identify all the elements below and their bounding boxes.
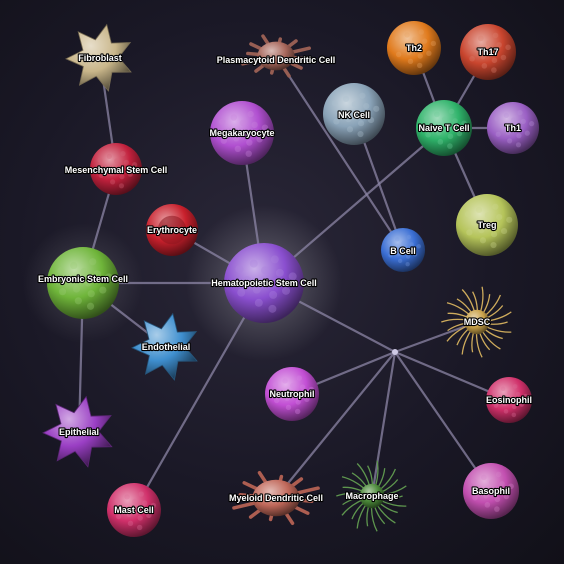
th1-cell-icon [487, 102, 539, 154]
macrophage-cell-icon [336, 460, 407, 532]
erythrocyte-cell-icon [146, 204, 198, 256]
eosinophil-cell-icon [486, 377, 532, 423]
cell-neutrophil[interactable]: Neutrophil [265, 367, 319, 421]
fibroblast-cell-icon [65, 23, 132, 92]
megakaryocyte-cell-icon [210, 101, 274, 165]
cell-treg[interactable]: Treg [456, 194, 518, 256]
connection-myeloid-hub-macrophage [370, 350, 397, 498]
cell-macrophage[interactable]: Macrophage [336, 460, 407, 532]
macrophage-label: Macrophage [345, 491, 398, 501]
cell-mast-cell[interactable]: Mast Cell [107, 483, 161, 537]
connection-myeloid-hub-basophil [393, 350, 493, 493]
treg-cell-icon [456, 194, 518, 256]
cell-hematopoietic-stem-cell[interactable]: Hematopoietic Stem Cell [210, 243, 318, 323]
endothelial-label: Endothelial [142, 342, 191, 352]
hematopoietic-stem-cell-cell-icon [224, 243, 304, 323]
cell-megakaryocyte[interactable]: Megakaryocyte [208, 101, 276, 165]
epithelial-cell-icon [42, 395, 113, 468]
b-cell-label: B Cell [390, 246, 416, 256]
cell-mdsc[interactable]: MDSC [441, 286, 512, 358]
connection-hematopoietic-stem-cell-mast-cell [132, 281, 266, 512]
cell-b-cell[interactable]: B Cell [381, 228, 425, 272]
basophil-cell-icon [463, 463, 519, 519]
endothelial-cell-icon [131, 312, 198, 381]
myeloid-dc-label: Myeloid Dendritic Cell [229, 493, 323, 503]
mesenchymal-stem-cell-cell-icon [90, 143, 142, 195]
cell-basophil[interactable]: Basophil [463, 463, 519, 519]
cell-nk-cell[interactable]: NK Cell [323, 83, 385, 145]
epithelial-label: Epithelial [59, 427, 99, 437]
myeloid-dc-cell-icon [232, 470, 320, 526]
megakaryocyte-label: Megakaryocyte [209, 128, 274, 138]
th17-cell-icon [460, 24, 516, 80]
cell-embryonic-stem-cell[interactable]: Embryonic Stem Cell [37, 247, 129, 319]
fibroblast-label: Fibroblast [78, 53, 122, 63]
embryonic-stem-cell-label: Embryonic Stem Cell [38, 274, 128, 284]
th2-cell-icon [387, 21, 441, 75]
cell-th17[interactable]: Th17 [460, 24, 516, 80]
connection-myeloid-hub-mdsc [393, 320, 479, 354]
mdsc-cell-icon [441, 286, 512, 358]
cell-erythrocyte[interactable]: Erythrocyte [146, 204, 198, 256]
plasmacytoid-dc-label: Plasmacytoid Dendritic Cell [217, 55, 336, 65]
neutrophil-label: Neutrophil [270, 389, 315, 399]
mast-cell-label: Mast Cell [114, 505, 154, 515]
cell-endothelial[interactable]: Endothelial [131, 312, 198, 381]
cell-naive-t-cell[interactable]: Naive T Cell [416, 100, 472, 156]
cell-myeloid-dc[interactable]: Myeloid Dendritic Cell [228, 470, 324, 526]
plasmacytoid-dc-cell-icon [241, 34, 311, 78]
th1-label: Th1 [505, 123, 521, 133]
basophil-label: Basophil [472, 486, 510, 496]
naive-t-cell-cell-icon [416, 100, 472, 156]
connection-plasmacytoid-dc-b-cell [274, 54, 405, 252]
cell-fibroblast[interactable]: Fibroblast [65, 23, 132, 92]
erythrocyte-label: Erythrocyte [147, 225, 197, 235]
cell-epithelial[interactable]: Epithelial [42, 395, 113, 468]
b-cell-cell-icon [381, 228, 425, 272]
cell-plasmacytoid-dc[interactable]: Plasmacytoid Dendritic Cell [216, 34, 336, 78]
th17-label: Th17 [477, 47, 498, 57]
cell-eosinophil[interactable]: Eosinophil [485, 377, 533, 423]
treg-label: Treg [477, 220, 496, 230]
nk-cell-label: NK Cell [338, 110, 370, 120]
connection-myeloid-hub-myeloid-dc [274, 350, 397, 500]
myeloid-branch-node [392, 349, 398, 355]
mast-cell-cell-icon [107, 483, 161, 537]
cell-th1[interactable]: Th1 [487, 102, 539, 154]
mesenchymal-stem-cell-label: Mesenchymal Stem Cell [65, 165, 168, 175]
nk-cell-cell-icon [323, 83, 385, 145]
hematopoietic-stem-cell-label: Hematopoietic Stem Cell [211, 278, 317, 288]
embryonic-stem-cell-cell-icon [47, 247, 119, 319]
cell-th2[interactable]: Th2 [387, 21, 441, 75]
th2-label: Th2 [406, 43, 422, 53]
neutrophil-cell-icon [265, 367, 319, 421]
mdsc-label: MDSC [464, 317, 491, 327]
eosinophil-label: Eosinophil [486, 395, 532, 405]
cell-mesenchymal-stem-cell[interactable]: Mesenchymal Stem Cell [64, 143, 168, 195]
naive-t-cell-label: Naive T Cell [418, 123, 469, 133]
